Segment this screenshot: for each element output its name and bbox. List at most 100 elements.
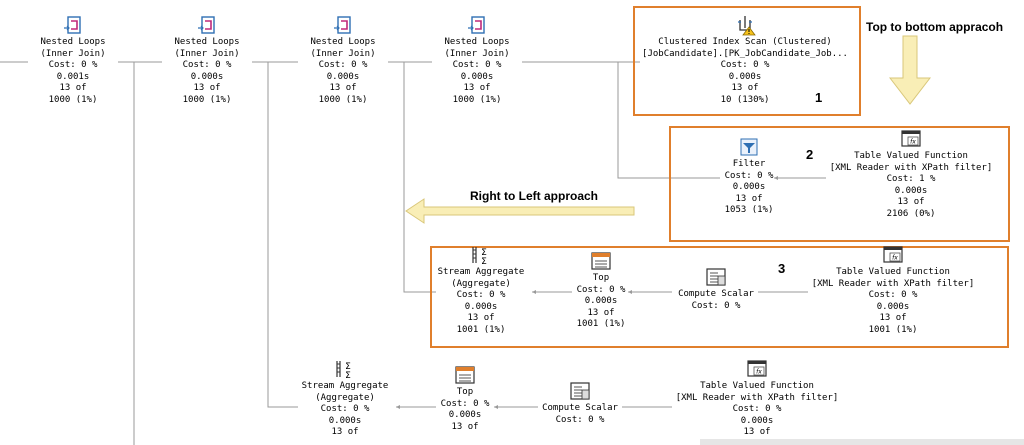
node-top-2[interactable]: Top Cost: 0 % 0.000s 13 of: [434, 364, 496, 433]
top-icon: [591, 252, 611, 270]
box-step-3: [430, 246, 1009, 348]
node-cost: Cost: 0 %: [318, 60, 368, 70]
node-name: Nested Loops: [174, 37, 240, 47]
node-rows: 13 of: [463, 83, 491, 93]
svg-text:fx: fx: [892, 255, 898, 262]
compute-scalar-icon: [706, 268, 726, 286]
right-to-left-note: Right to Left approach: [470, 189, 598, 203]
node-rows: 13 of: [467, 313, 495, 323]
svg-text:fx: fx: [756, 369, 762, 376]
node-table-valued-function-3[interactable]: fx Table Valued Function [XML Reader wit…: [668, 358, 846, 439]
horizontal-scrollbar[interactable]: [700, 439, 1024, 445]
node-time: 0.000s: [448, 410, 482, 420]
top-to-bottom-arrow: [888, 35, 932, 105]
node-top-1[interactable]: Top Cost: 0 % 0.000s 13 of 1001 (1%): [570, 250, 632, 331]
node-cost: Cost: 1 %: [886, 174, 936, 184]
node-time: 0.000s: [584, 296, 618, 306]
node-table-valued-function-1[interactable]: fx Table Valued Function [XML Reader wit…: [822, 128, 1000, 220]
compute-scalar-icon: [570, 382, 590, 400]
stream-aggregate-icon: Σ Σ: [336, 361, 351, 380]
node-subtitle: (Aggregate): [315, 392, 375, 403]
node-cost: Cost: 0 %: [691, 300, 741, 311]
node-subtitle: (Inner Join): [310, 48, 376, 59]
nested-loops-icon: [64, 16, 81, 34]
node-name: Nested Loops: [40, 37, 106, 47]
node-object: [JobCandidate].[PK_JobCandidate_Job...: [642, 48, 848, 59]
node-nested-loops-2[interactable]: Nested Loops (Inner Join) Cost: 0 % 0.00…: [162, 14, 252, 106]
node-estimate: 10 (130%): [720, 94, 770, 105]
table-valued-function-icon: fx: [883, 246, 903, 263]
node-subtitle: (Inner Join): [174, 48, 240, 59]
node-time: 0.000s: [328, 415, 362, 426]
node-cost: Cost: 0 %: [576, 284, 626, 295]
stream-aggregate-icon: Σ Σ: [472, 247, 487, 266]
node-cost: Cost: 0 %: [440, 398, 490, 409]
node-clustered-index-scan[interactable]: Clustered Index Scan (Clustered) [JobCan…: [640, 14, 850, 106]
node-estimate: 2106 (0%): [886, 208, 936, 219]
node-nested-loops-3[interactable]: Nested Loops (Inner Join) Cost: 0 % 0.00…: [298, 14, 388, 106]
node-filter[interactable]: Filter Cost: 0 % 0.000s 13 of 1053 (1%): [712, 136, 786, 217]
node-time: 0.000s: [326, 71, 360, 82]
node-stream-aggregate-1[interactable]: Σ Σ Stream Aggregate (Aggregate) Cost: 0…: [432, 244, 530, 336]
node-table-valued-function-2[interactable]: fx Table Valued Function [XML Reader wit…: [804, 244, 982, 336]
node-cost: Cost: 0 %: [720, 60, 770, 70]
node-name: Stream Aggregate: [301, 381, 389, 391]
svg-text:Σ: Σ: [345, 371, 351, 380]
svg-text:Σ: Σ: [481, 248, 487, 258]
right-to-left-arrow: [405, 198, 635, 224]
node-object: [XML Reader with XPath filter]: [829, 162, 993, 173]
node-rows: 13 of: [735, 193, 763, 204]
nested-loops-icon: [468, 16, 485, 34]
node-time: 0.000s: [740, 415, 774, 426]
node-rows: 13 of: [587, 307, 615, 318]
box-step-2: [669, 126, 1010, 242]
node-name: Top: [456, 387, 474, 397]
node-subtitle: (Inner Join): [444, 48, 510, 59]
node-time: 0.000s: [732, 182, 766, 192]
node-time: 0.000s: [894, 185, 928, 196]
node-cost: Cost: 0 %: [320, 404, 370, 414]
node-cost: Cost: 0 %: [48, 60, 98, 70]
node-name: Table Valued Function: [854, 151, 968, 161]
node-estimate: 1000 (1%): [182, 94, 232, 105]
top-icon: [455, 366, 475, 384]
node-time: 0.000s: [876, 301, 910, 312]
svg-text:fx: fx: [910, 139, 916, 146]
node-rows: 13 of: [897, 197, 925, 207]
node-nested-loops-4[interactable]: Nested Loops (Inner Join) Cost: 0 % 0.00…: [432, 14, 522, 106]
node-compute-scalar-1[interactable]: Compute Scalar Cost: 0 %: [672, 266, 760, 312]
node-cost: Cost: 0 %: [732, 404, 782, 414]
node-time: 0.000s: [190, 71, 224, 82]
node-nested-loops-1[interactable]: Nested Loops (Inner Join) Cost: 0 % 0.00…: [28, 14, 118, 106]
node-estimate: 1001 (1%): [456, 324, 506, 335]
top-to-bottom-note: Top to bottom appracoh: [866, 20, 1004, 34]
node-estimate: 1001 (1%): [868, 324, 918, 335]
table-valued-function-icon: fx: [747, 360, 767, 377]
node-time: 0.000s: [464, 301, 498, 312]
node-estimate: 1000 (1%): [48, 94, 98, 105]
node-name: Filter: [732, 159, 766, 169]
node-cost: Cost: 0 %: [456, 290, 506, 300]
node-name: Top: [592, 273, 610, 283]
node-object: [XML Reader with XPath filter]: [811, 278, 975, 289]
node-name: Table Valued Function: [700, 381, 814, 391]
node-rows: 13 of: [743, 427, 771, 437]
step-number-3: 3: [778, 261, 786, 276]
node-rows: 13 of: [193, 83, 221, 93]
node-estimate: 1053 (1%): [724, 205, 774, 215]
node-time: 0.001s: [56, 71, 90, 82]
nested-loops-icon: [334, 16, 351, 34]
node-compute-scalar-2[interactable]: Compute Scalar Cost: 0 %: [536, 380, 624, 426]
node-subtitle: (Inner Join): [40, 48, 106, 59]
node-rows: 13 of: [331, 427, 359, 437]
node-cost: Cost: 0 %: [555, 414, 605, 425]
node-subtitle: (Aggregate): [451, 278, 511, 289]
node-rows: 13 of: [59, 83, 87, 93]
node-name: Nested Loops: [310, 37, 376, 47]
node-rows: 13 of: [451, 421, 479, 432]
clustered-index-scan-warning-icon: [738, 16, 756, 36]
node-estimate: 1000 (1%): [318, 94, 368, 105]
step-number-1: 1: [815, 90, 823, 105]
node-stream-aggregate-2[interactable]: Σ Σ Stream Aggregate (Aggregate) Cost: 0…: [296, 358, 394, 439]
node-name: Compute Scalar: [678, 289, 754, 299]
